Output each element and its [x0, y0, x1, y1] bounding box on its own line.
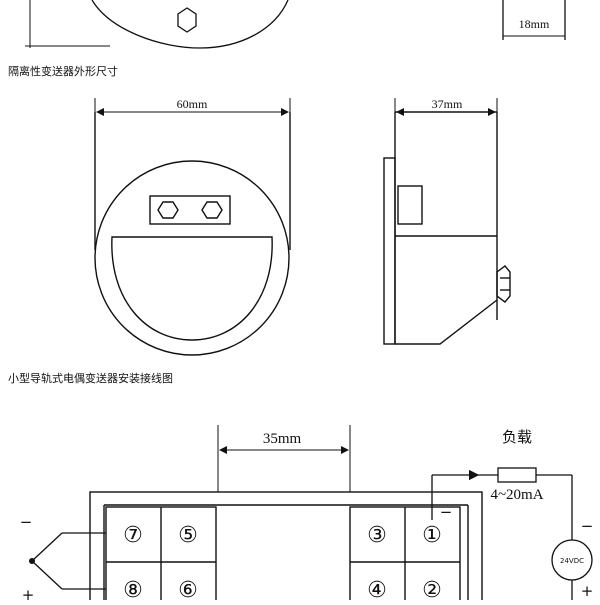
terminal-4: ④: [367, 578, 387, 600]
sign-minus-supply: −: [581, 517, 594, 535]
front-terminal-block: [149, 195, 231, 225]
rail-width-dimension: [217, 425, 351, 492]
front-view-housing: [94, 112, 291, 356]
sign-plus-supply: +: [581, 582, 594, 600]
side-view-housing: [383, 111, 511, 345]
rail-width-label: 35mm: [263, 431, 302, 447]
side-depth-label: 37mm: [432, 97, 463, 111]
output-loop-wiring: [431, 467, 593, 600]
thermocouple-junction: [29, 558, 35, 564]
sign-minus-input: −: [20, 513, 33, 531]
front-width-label: 60mm: [177, 97, 208, 111]
wiring-caption: 小型导轨式电偶变送器安装接线图: [8, 371, 173, 385]
terminal-3: ③: [367, 523, 387, 548]
current-range-label: 4~20mA: [490, 487, 543, 503]
load-resistor: [497, 467, 537, 483]
terminal-1: ①: [422, 523, 442, 548]
terminal-8: ⑧: [123, 578, 143, 600]
thermocouple-wiring: [31, 532, 106, 590]
terminal-6: ⑥: [178, 578, 198, 600]
power-supply-label: 24VDC: [560, 557, 584, 565]
module-outline: [89, 491, 483, 605]
terminal-2: ②: [422, 578, 442, 600]
terminal-7: ⑦: [123, 523, 143, 548]
sign-minus-output: −: [440, 503, 453, 521]
terminal-5: ⑤: [178, 523, 198, 548]
top-transmitter-outline: [25, 0, 566, 49]
side-width-label: 18mm: [519, 17, 550, 31]
load-label: 负载: [502, 428, 532, 446]
screw-icon: [157, 201, 179, 219]
top-caption: 隔离性变送器外形尺寸: [8, 64, 118, 78]
sign-plus-input: +: [22, 586, 35, 600]
screw-icon: [201, 201, 223, 219]
